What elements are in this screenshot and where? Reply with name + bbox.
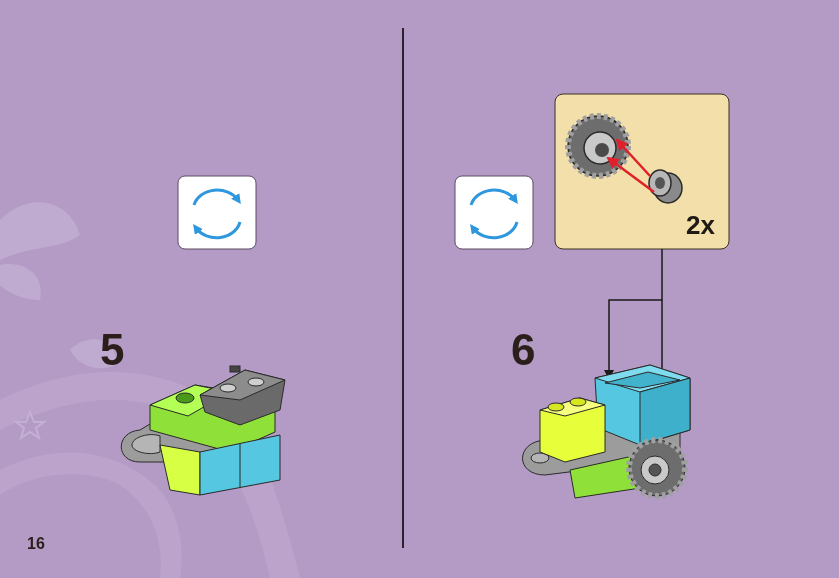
step-number: 6	[511, 328, 535, 372]
callout-box: 2x	[555, 94, 729, 249]
step-number: 5	[100, 328, 124, 372]
callout-panel	[555, 94, 729, 249]
page-divider	[402, 28, 404, 548]
step6-model	[523, 365, 691, 498]
rotate-icon	[455, 176, 533, 249]
background-decoration	[0, 202, 300, 578]
rotate-icon	[178, 176, 256, 249]
page-number: 16	[27, 536, 45, 552]
step5-model	[121, 366, 285, 495]
quantity-label: 2x	[686, 212, 715, 238]
hub-part	[649, 170, 682, 203]
assembly-arrow	[608, 158, 654, 192]
assembly-arrow	[617, 140, 650, 176]
